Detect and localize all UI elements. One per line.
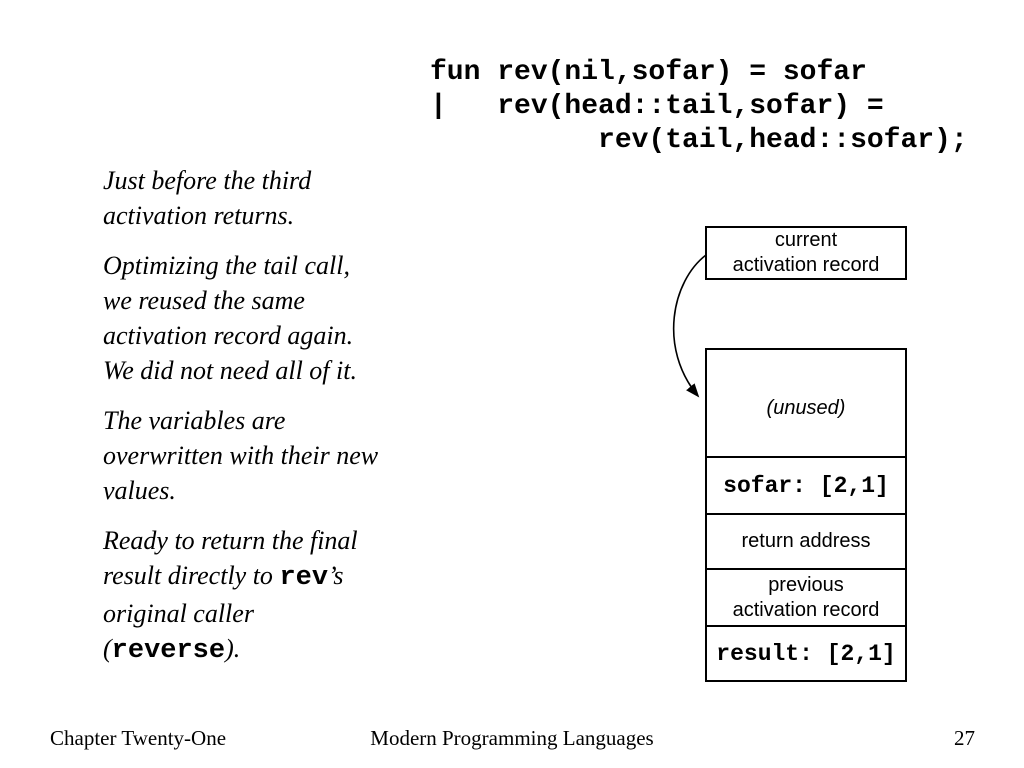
footer: Chapter Twenty-One Modern Programming La… (0, 726, 1024, 756)
inline-code: rev (279, 563, 329, 593)
paragraph: The variables are overwritten with their … (103, 403, 453, 508)
paragraph: Ready to return the final result directly… (103, 523, 453, 669)
inline-code: reverse (111, 636, 226, 666)
text-run: overwritten with their new (103, 441, 379, 470)
stack-cell-previous-activation-record: previous activation record (705, 568, 907, 627)
text-run: we reused the same (103, 286, 305, 315)
text-run: activation returns. (103, 201, 295, 230)
text-run: We did not need all of it. (103, 356, 357, 385)
paragraph: Just before the third activation returns. (103, 163, 453, 233)
curved-pointer-arrow-icon (672, 254, 707, 398)
current-activation-record-box: current activation record (705, 226, 907, 280)
text-run: Optimizing the tail call, (103, 251, 350, 280)
current-activation-record-label: current activation record (732, 229, 880, 276)
text-run: activation record again. (103, 321, 354, 350)
stack-cell-sofar-2-1: sofar: [2,1] (705, 456, 907, 515)
stack-cell-unused: (unused) (705, 348, 907, 458)
stack-cell-return-address: return address (705, 513, 907, 570)
code-block: fun rev(nil,sofar) = sofar | rev(head::t… (430, 57, 968, 156)
commentary: Just before the third activation returns.… (103, 163, 453, 684)
text-run: ( (103, 634, 112, 663)
text-run: The variables are (103, 406, 286, 435)
text-run: original caller (103, 599, 254, 628)
text-run: values. (103, 476, 176, 505)
text-run: result directly to (103, 561, 280, 590)
footer-chapter: Chapter Twenty-One (50, 726, 227, 750)
text-run: ’s (328, 561, 344, 590)
footer-page-number: 27 (954, 726, 975, 750)
paragraph: Optimizing the tail call, we reused the s… (103, 248, 453, 388)
stack-cell-result-2-1: result: [2,1] (705, 625, 907, 682)
text-run: Just before the third (103, 166, 312, 195)
footer-book-title: Modern Programming Languages (370, 726, 654, 750)
text-run: Ready to return the final (103, 526, 358, 555)
text-run: ). (225, 634, 241, 663)
